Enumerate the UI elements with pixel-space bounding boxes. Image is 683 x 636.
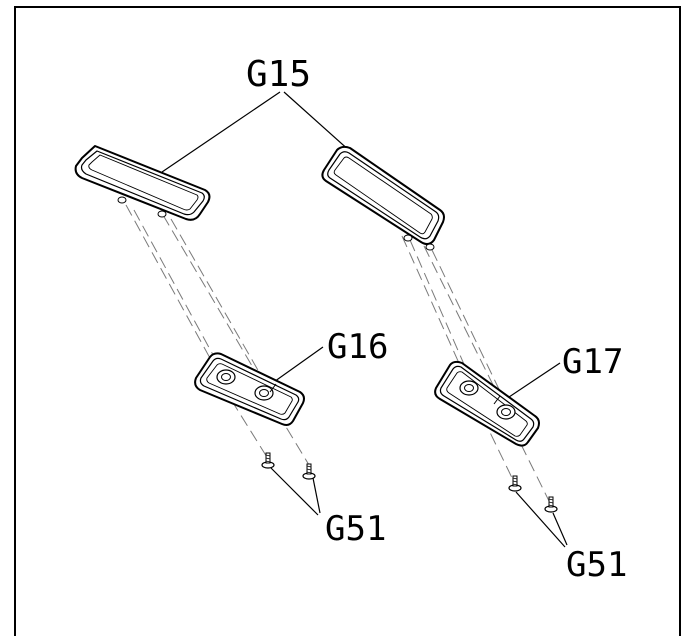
base-g17 [434, 360, 540, 447]
leader-g51-right-a [515, 491, 566, 548]
leader-g17 [499, 362, 561, 404]
leader-g15-left [161, 91, 281, 173]
label-g51-right: G51 [566, 545, 627, 585]
screws-g51-right [508, 475, 558, 513]
pad-g15-left [74, 145, 211, 221]
screws-g51-left [261, 452, 316, 480]
leader-g51-right-b [552, 512, 568, 546]
leader-lines [161, 91, 568, 548]
label-g16: G16 [327, 327, 388, 367]
leader-g16 [270, 346, 324, 385]
base-g16 [194, 352, 305, 426]
pad-g15-right [321, 145, 445, 251]
leader-g51-left-a [270, 467, 319, 516]
label-g51-left: G51 [325, 509, 386, 549]
drawing-frame [14, 6, 681, 636]
leader-g51-left-b [312, 477, 321, 514]
screw [508, 475, 522, 492]
label-g17: G17 [562, 342, 623, 382]
screw [261, 452, 275, 469]
screw [544, 496, 558, 513]
screw [302, 463, 316, 480]
label-g15: G15 [246, 54, 311, 95]
